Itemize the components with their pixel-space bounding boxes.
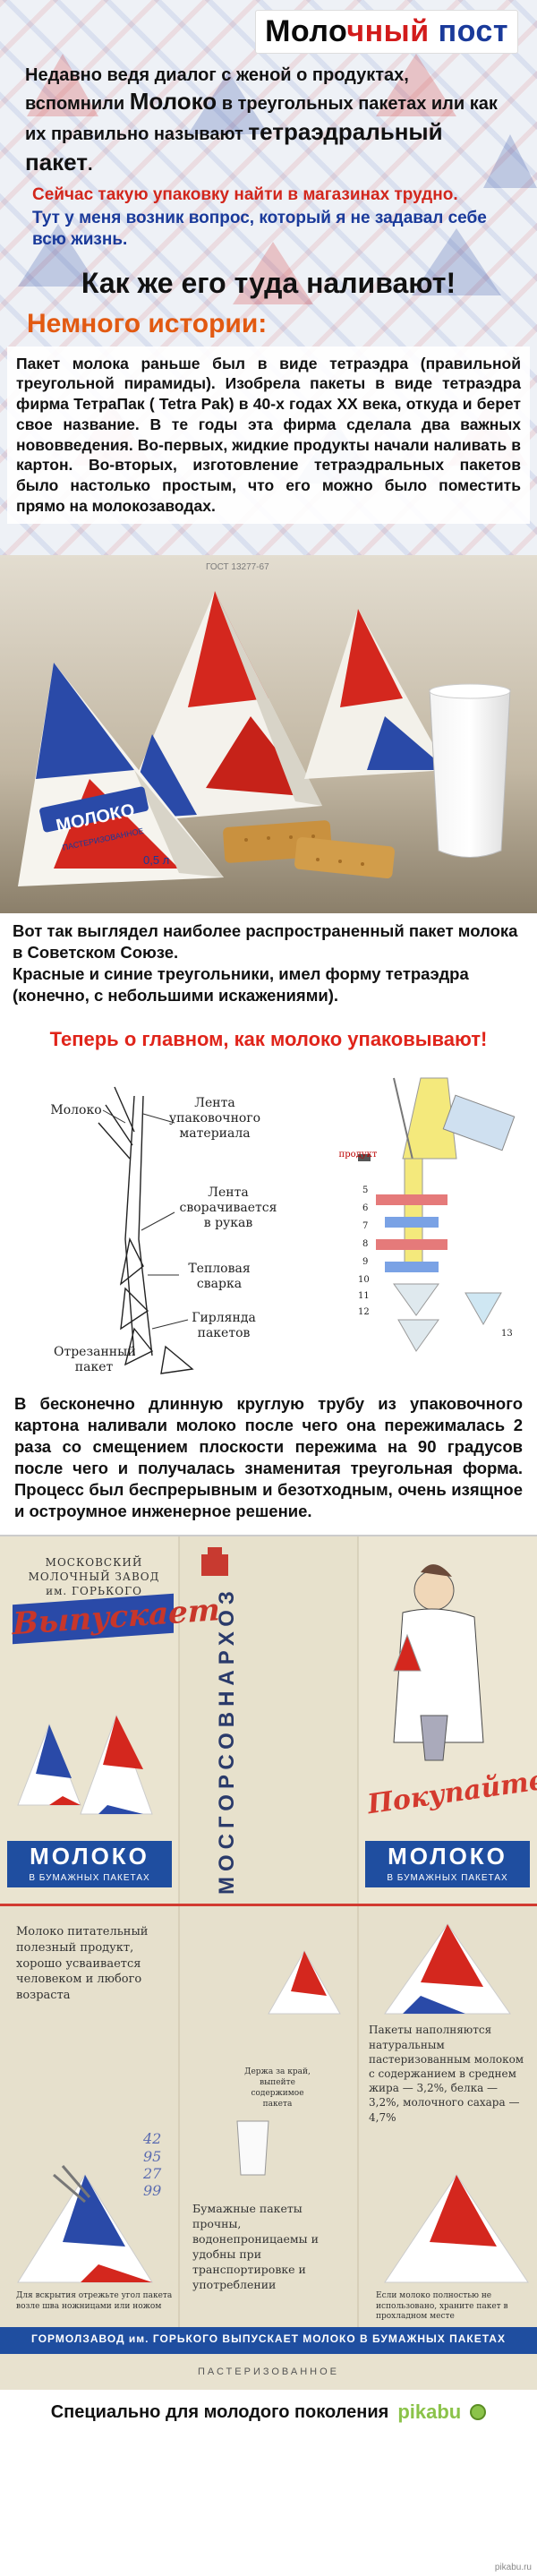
caption-line-1: Вот так выглядел наиболее распространенн… (13, 921, 518, 963)
packaging-machine-diagram (358, 1077, 516, 1353)
label-milk: Молоко (50, 1103, 102, 1118)
woman-pouring-illustration (393, 1564, 484, 1761)
building-icon (201, 1547, 228, 1577)
intro-red-line: Сейчас такую упаковку найти в магазинах … (32, 185, 458, 205)
label-tape: Лента упаковочного материала (168, 1096, 261, 1141)
intro-text-end: . (88, 154, 93, 175)
poster2-cut-text: Для вскрытия отрежьте угол пакета возле … (16, 2291, 173, 2311)
title-box: Молочный пост (256, 11, 517, 53)
section-heading-packaging: Теперь о главном, как молоко упаковывают… (49, 1028, 488, 1051)
poster1-milk-2: МОЛОКО (388, 1843, 507, 1870)
footer: Специально для молодого поколения pikabu (0, 2387, 537, 2437)
poster2-center-text: Держа за край, выпейте содержимое пакета (244, 2067, 311, 2109)
pikabu-logo[interactable]: pikabu (397, 2401, 462, 2424)
caption-line-2: Красные и синие треугольники, имел форму… (13, 964, 469, 1006)
intro-highlight-tetra: тетраэдральный пакет (25, 117, 443, 175)
diagram-number: 10 (358, 1275, 370, 1286)
label-sleeve: Лента сворачивается в рукав (179, 1185, 277, 1230)
right-tetra-package (304, 609, 448, 779)
title-part-red: чный (346, 14, 430, 48)
tetra-stack-left (17, 1715, 153, 1815)
diagram-number: 9 (362, 1257, 369, 1268)
poster2-store-text: Если молоко полностью не использовано, х… (376, 2291, 508, 2321)
glass-icon (236, 2120, 269, 2176)
poster1-milk: МОЛОКО (30, 1843, 149, 1870)
packaging-diagram: Лента упаковочного материала Молоко Лент… (0, 1060, 537, 1382)
poster1-maker-line3: им. ГОРЬКОГО (46, 1585, 142, 1598)
intro-notes: Сейчас такую упаковку найти в магазинах … (0, 177, 537, 250)
intro-text-a: Недавно ведя диалог с женой о продуктах,… (25, 65, 409, 114)
history-heading: Немного истории: (27, 308, 268, 338)
title-part-blue: пост (429, 14, 508, 48)
gost-code: ГОСТ 13277-67 (206, 562, 269, 572)
glass-of-milk-icon (429, 683, 511, 858)
diagram-number: 8 (362, 1239, 369, 1250)
page-title: Молочный пост (265, 14, 508, 48)
poster-1-illustration (0, 1536, 537, 1906)
pikabu-badge-icon (470, 2404, 487, 2421)
package-volume: 0,5 л (143, 853, 169, 867)
intro-paragraph: Недавно ведя диалог с женой о продуктах,… (0, 53, 537, 177)
poster1-in-paper: В БУМАЖНЫХ ПАКЕТАХ (29, 1873, 150, 1884)
footer-text: Специально для молодого поколения (50, 2401, 389, 2422)
label-leaders (102, 1109, 189, 1330)
front-tetra-package (18, 663, 224, 886)
pouring-package-illustration (268, 1950, 341, 2015)
poster2-band: ГОРМОЛЗАВОД им. ГОРЬКОГО ВЫПУСКАЕТ МОЛОК… (31, 2332, 506, 2346)
intro-blue-line: Тут у меня возник вопрос, который я не з… (32, 209, 487, 249)
photo-caption: Вот так выглядел наиболее распространенн… (0, 913, 537, 1018)
cookies-icon (223, 820, 395, 879)
diagram-number: 12 (358, 1307, 370, 1318)
poster1-vertical-text: МОСГОРСОВНАРХОЗ (215, 1586, 239, 1896)
cut-package-illustration (17, 2165, 153, 2283)
photo-illustration: МОЛОКО ПАСТЕРИЗОВАННОЕ 0,5 л (0, 555, 537, 913)
process-paragraph: В бесконечно длинную круглую трубу из уп… (14, 1394, 523, 1521)
poster1-maker-line1: МОСКОВСКИЙ (45, 1556, 143, 1570)
opened-package-illustration (384, 1923, 529, 2283)
poster2-bottom-strip: ПАСТЕРИЗОВАННОЕ (197, 2366, 340, 2378)
label-weld: Тепловая сварка (188, 1262, 251, 1291)
soviet-poster-1: МОСКОВСКИЙ МОЛОЧНЫЙ ЗАВОД им. ГОРЬКОГО В… (0, 1535, 537, 1906)
label-product: продукт (338, 1150, 378, 1160)
intro-section: Молочный пост Недавно ведя диалог с жено… (0, 0, 537, 555)
poster2-left-text: Молоко питательный полезный продукт, хор… (16, 1925, 149, 2002)
milk-package-photo: МОЛОКО ПАСТЕРИЗОВАННОЕ 0,5 л (0, 555, 537, 913)
poster2-handwritten: 42 95 27 99 (143, 2130, 162, 2200)
intro-text-b: в треугольных пакетах или как их правиль… (25, 94, 498, 144)
intro-highlight-milk: Молоко (129, 88, 217, 115)
diagram-number: 13 (501, 1329, 513, 1339)
label-cut: Отрезанный пакет (54, 1345, 136, 1374)
poster2-bottom-text: Бумажные пакеты прочны, водонепроницаемы… (192, 2202, 319, 2291)
poster-2-illustration (0, 1906, 537, 2391)
diagram-number: 7 (362, 1221, 369, 1232)
poster1-in-paper-2: В БУМАЖНЫХ ПАКЕТАХ (387, 1873, 508, 1884)
diagram-number: 5 (362, 1185, 369, 1196)
label-garland: Гирлянда пакетов (192, 1311, 256, 1340)
tube-schematic (98, 1086, 194, 1375)
soviet-poster-2: Молоко питательный полезный продукт, хор… (0, 1904, 537, 2391)
site-credit[interactable]: pikabu.ru (494, 2563, 532, 2572)
diagram-drawing (98, 1077, 516, 1375)
history-text: Пакет молока раньше был в виде тетраэдра… (7, 346, 530, 524)
poster2-right-text: Пакеты наполняются натуральным пастеризо… (369, 2024, 524, 2124)
main-question: Как же его туда наливают! (81, 266, 456, 299)
title-part-black: Моло (265, 14, 347, 48)
diagram-number: 6 (362, 1203, 369, 1214)
poster1-maker-line2: МОЛОЧНЫЙ ЗАВОД (28, 1570, 160, 1584)
diagram-number: 11 (358, 1291, 370, 1302)
